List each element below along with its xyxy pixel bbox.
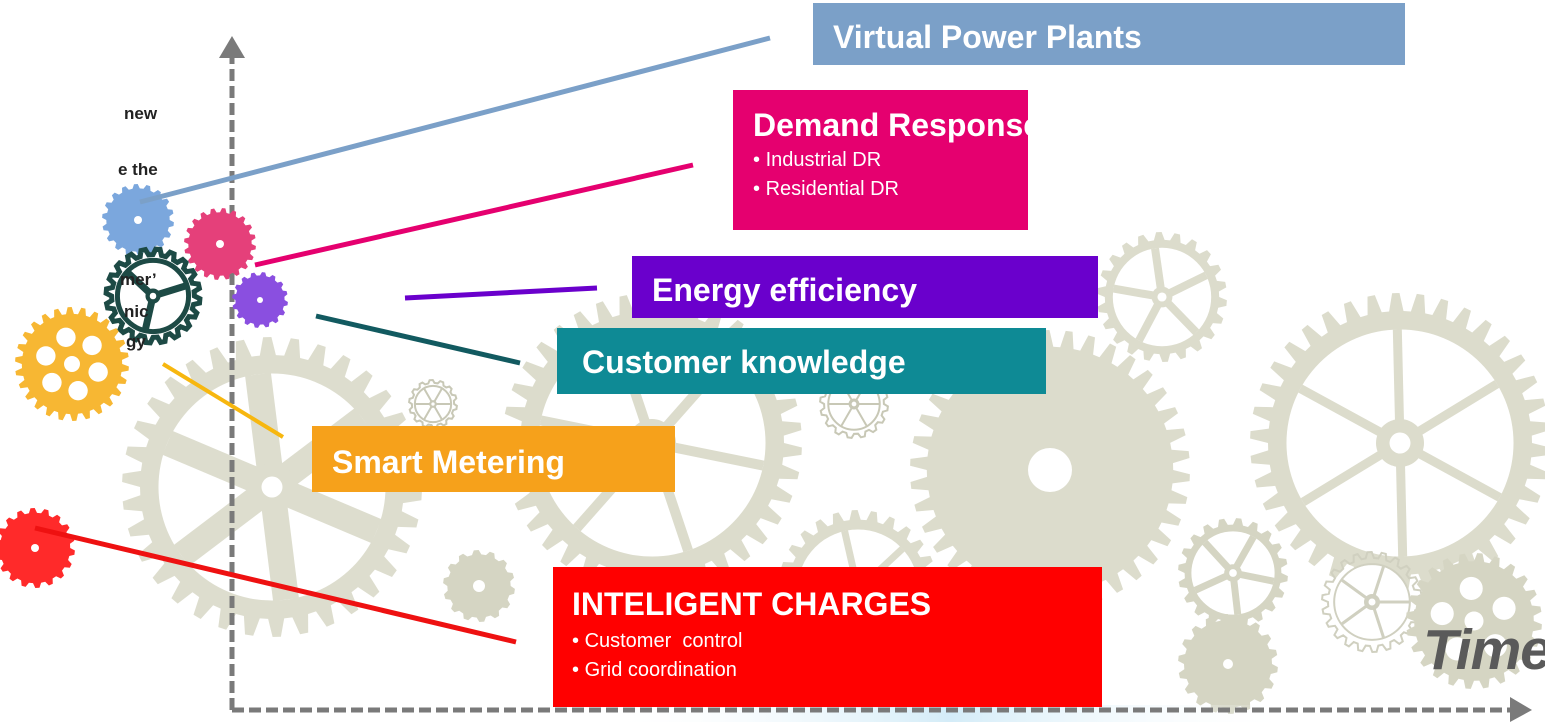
gear-icon: [0, 508, 75, 588]
connector-dr: [254, 162, 694, 268]
virtual-power-plants-title: Virtual Power Plants: [833, 19, 1142, 55]
virtual-power-plants-box: Virtual Power Plants: [813, 3, 1405, 65]
gear-icon: [184, 208, 256, 280]
connector-ic: [34, 525, 517, 645]
side-text-line: e the: [118, 160, 158, 179]
smart-metering-title: Smart Metering: [332, 444, 565, 480]
gear-icon: [102, 184, 174, 256]
energy-efficiency-box: Energy efficiency: [632, 256, 1098, 318]
gear-icon: [1178, 614, 1278, 714]
smart-metering-box: Smart Metering: [312, 426, 675, 492]
gear-icon: [232, 272, 288, 328]
demand-response-item: Residential DR: [753, 175, 1028, 204]
gear-icon: [1178, 518, 1288, 628]
gear-icon: [1406, 553, 1542, 689]
inteligent-charges-item: Customer control: [572, 627, 1102, 656]
connector-ee: [404, 285, 598, 301]
gear-icon: [1321, 550, 1423, 654]
energy-efficiency-title: Energy efficiency: [652, 272, 917, 308]
inteligent-charges-item: Grid coordination: [572, 656, 1102, 685]
side-text-line: gy: [126, 332, 146, 351]
gear-icon: [1250, 293, 1545, 593]
time-axis-label: Time: [1423, 618, 1545, 682]
inteligent-charges-title: INTELIGENT CHARGES: [572, 586, 932, 622]
inteligent-charges-box: INTELIGENT CHARGES Customer control Grid…: [553, 567, 1102, 707]
x-axis-arrowhead: [1510, 697, 1532, 722]
customer-knowledge-box: Customer knowledge: [557, 328, 1046, 394]
inteligent-charges-list: Customer control Grid coordination: [572, 627, 1102, 685]
side-text-line: nic: [124, 302, 149, 321]
demand-response-list: Industrial DR Residential DR: [753, 146, 1028, 204]
connector-vpp: [139, 35, 771, 205]
connector-sm: [161, 362, 285, 439]
gear-icon: [1097, 232, 1227, 362]
gear-icon: [910, 330, 1190, 610]
demand-response-box: Demand Response Industrial DR Residentia…: [733, 90, 1042, 230]
side-text-line: new: [124, 104, 158, 123]
gear-icon: [103, 246, 203, 346]
gear-icon: [443, 550, 515, 622]
y-axis-arrowhead: [219, 36, 245, 58]
side-text-line: mer’: [120, 270, 157, 289]
demand-response-item: Industrial DR: [753, 146, 1028, 175]
side-text: new e the mer’ nic gy: [0, 0, 160, 400]
customer-knowledge-title: Customer knowledge: [582, 344, 906, 380]
gear-icon: [15, 307, 129, 421]
gear-icon: [408, 378, 458, 430]
demand-response-title: Demand Response: [753, 107, 1042, 143]
connector-ck: [315, 313, 521, 366]
